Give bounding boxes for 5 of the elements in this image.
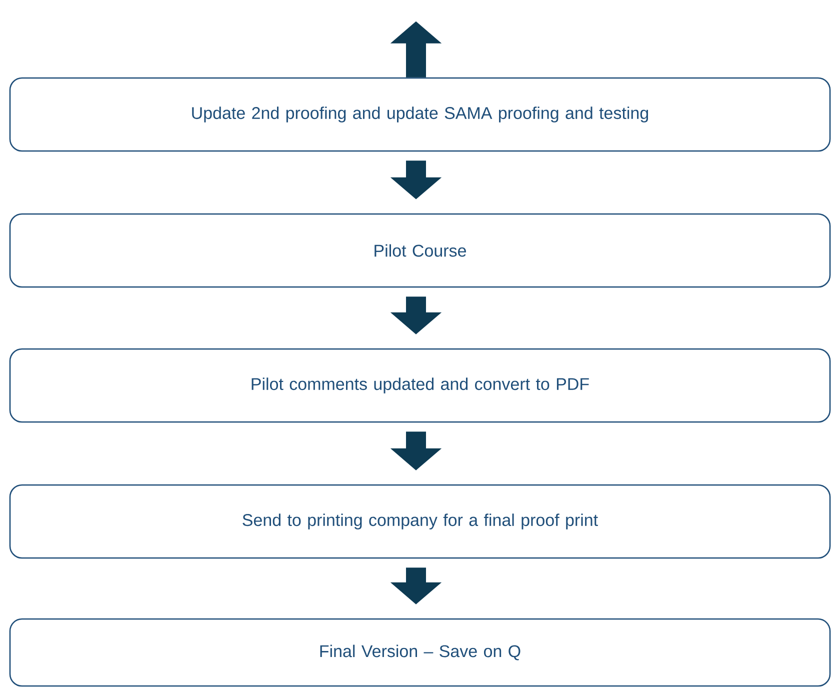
- process-box: Pilot Course: [9, 213, 831, 288]
- process-box: Pilot comments updated and convert to PDF: [9, 348, 831, 423]
- process-box: Final Version – Save on Q: [9, 618, 831, 687]
- process-box: Send to printing company for a final proof print: [9, 484, 831, 559]
- process-box: Update 2nd proofing and update SAMA proofing and testing: [9, 77, 831, 152]
